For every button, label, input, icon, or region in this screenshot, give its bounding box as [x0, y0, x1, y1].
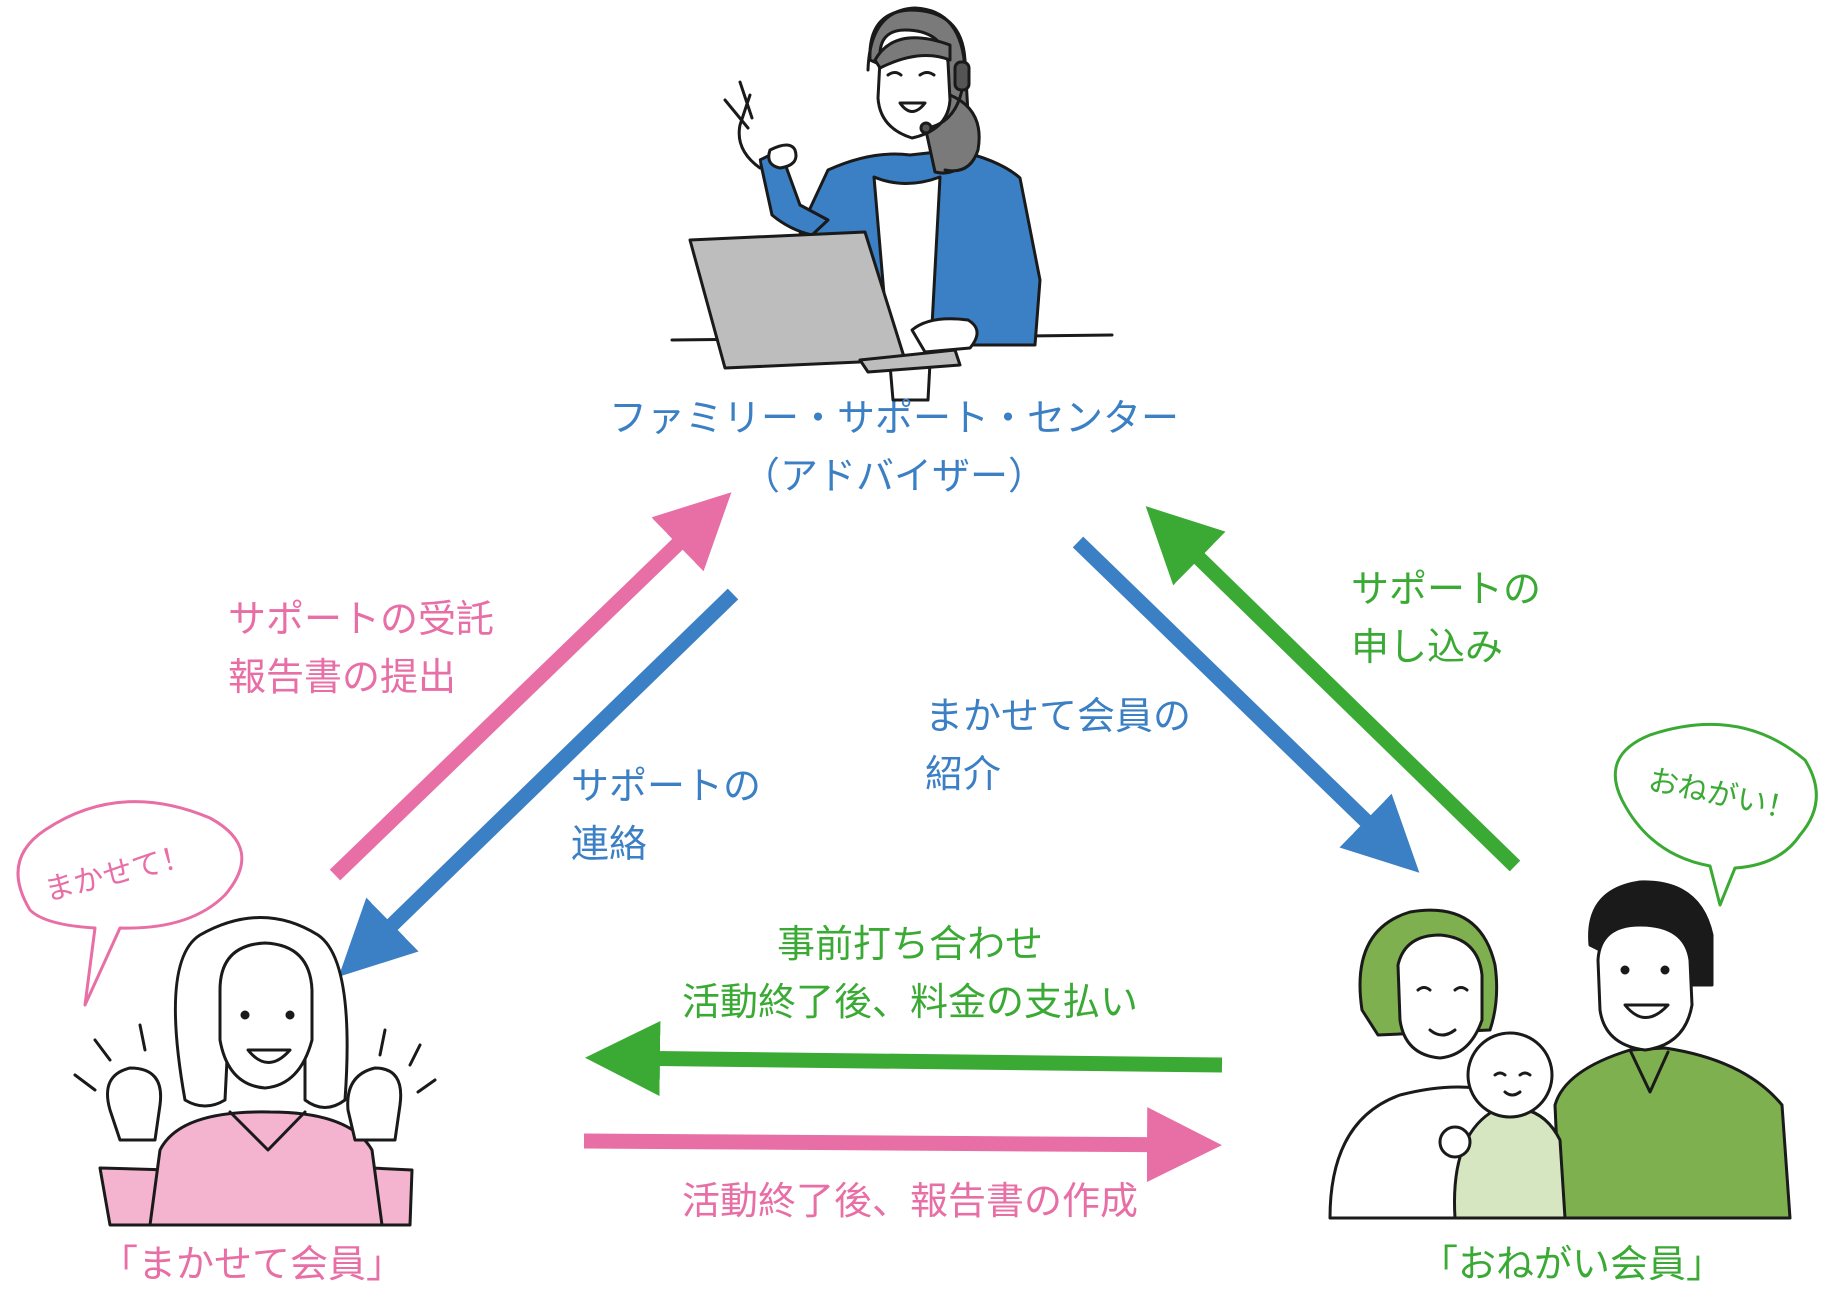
label-bottom-right: 活動終了後、報告書の作成 — [610, 1172, 1210, 1230]
label-left-down-line1: サポートの — [571, 764, 762, 808]
arrow-left-down-blue — [338, 588, 739, 977]
center-name: ファミリー・サポート・センター — [608, 396, 1179, 440]
label-bottom-left: 事前打ち合わせ 活動終了後、料金の支払い — [610, 915, 1210, 1031]
arrow-bottom-right-pink — [583, 1107, 1222, 1183]
label-left-down-line2: 連絡 — [571, 822, 648, 866]
label-bottom-right-line1: 活動終了後、報告書の作成 — [681, 1179, 1138, 1223]
center-label: ファミリー・サポート・センター （アドバイザー） — [594, 389, 1194, 505]
label-left-up-line2: 報告書の提出 — [228, 655, 457, 699]
label-bottom-left-line2: 活動終了後、料金の支払い — [681, 980, 1138, 1024]
label-right-up: サポートの 申し込み — [1351, 560, 1541, 676]
left-member-name: 「まかせて会員」 — [100, 1242, 405, 1286]
right-family-illustration — [1328, 722, 1818, 1220]
advisor-illustration — [670, 6, 1114, 402]
label-left-down: サポートの 連絡 — [571, 757, 761, 873]
label-right-down-line1: まかせて会員の — [925, 694, 1192, 738]
right-speech-bubble — [1613, 722, 1818, 907]
arrow-right-down-blue — [1072, 536, 1420, 873]
label-right-down-line2: 紹介 — [925, 752, 1002, 796]
arrow-left-up-pink — [329, 492, 732, 881]
label-left-up: サポートの受託 報告書の提出 — [228, 590, 494, 706]
label-right-down: まかせて会員の 紹介 — [925, 687, 1191, 803]
label-right-up-line1: サポートの — [1351, 567, 1542, 611]
center-sub: （アドバイザー） — [741, 454, 1046, 498]
left-member-illustration — [16, 800, 437, 1227]
arrow-right-up-green — [1145, 506, 1521, 872]
left-speech-bubble — [16, 800, 244, 1007]
label-bottom-left-line1: 事前打ち合わせ — [776, 922, 1043, 966]
arrow-bottom-left-green — [585, 1021, 1223, 1097]
label-right-up-line2: 申し込み — [1351, 625, 1504, 669]
right-member-name: 「おねがい会員」 — [1420, 1242, 1725, 1286]
label-left-up-line1: サポートの受託 — [228, 597, 495, 641]
